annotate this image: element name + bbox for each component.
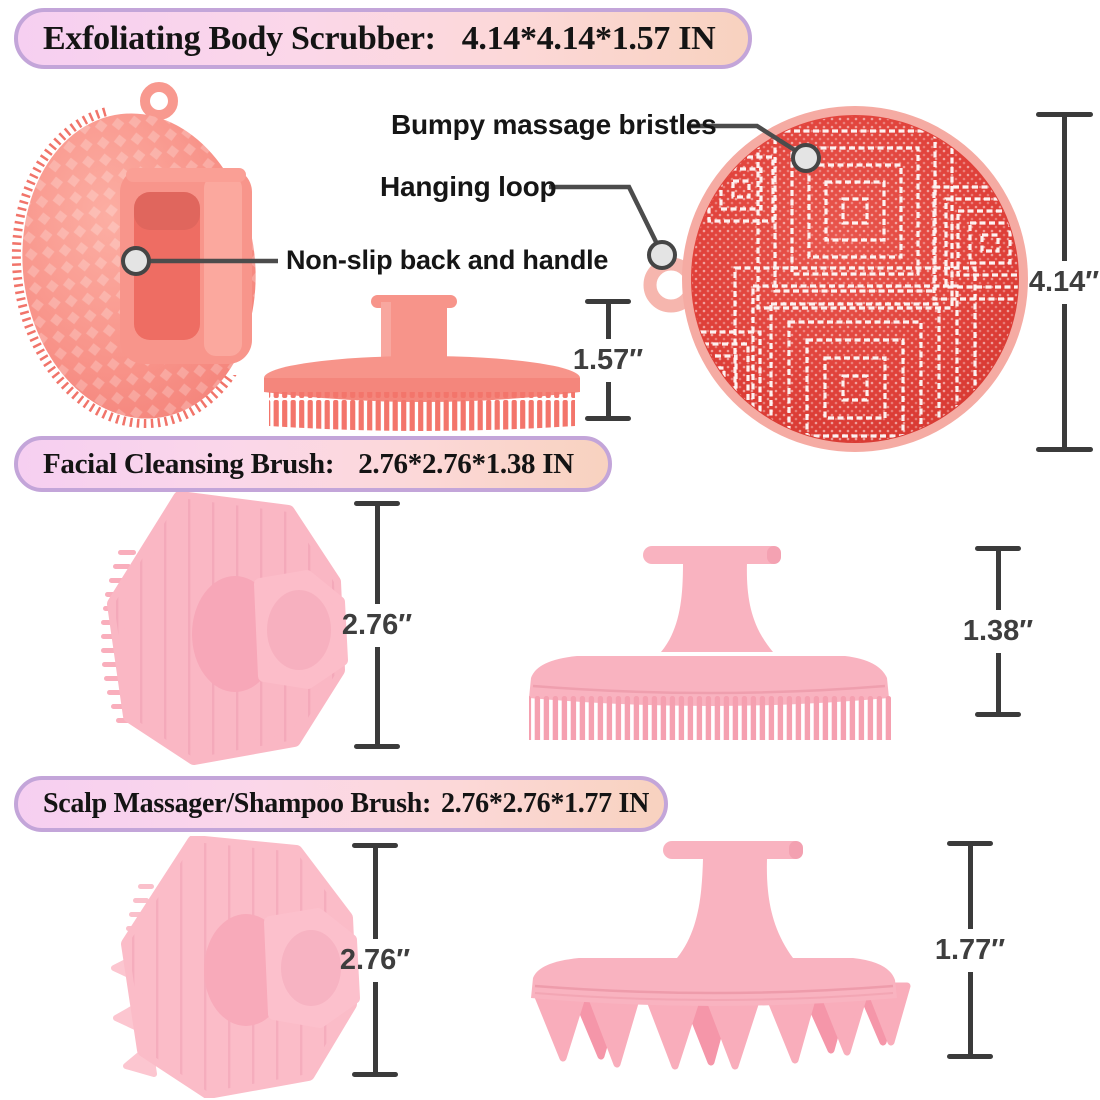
callout-label-bumpy-bristles: Bumpy massage bristles: [391, 109, 717, 140]
dimension-cap-bottom: [975, 712, 1021, 717]
dimension-cap-top: [947, 841, 993, 846]
dimension-line-segment: [605, 304, 611, 339]
dimension-cap-top: [975, 546, 1021, 551]
base-seam: [532, 684, 886, 695]
dimension-scalp-brush-height: 1.77″: [925, 841, 1015, 1059]
banner-title: Facial Cleansing Brush:: [43, 447, 335, 480]
banner-size: 2.76*2.76*1.38 IN: [358, 447, 574, 480]
dimension-value: 2.76″: [339, 943, 411, 976]
dimension-value: 1.57″: [572, 343, 644, 376]
dimension-cap-bottom: [1035, 447, 1093, 452]
body-scrubber-side-view-image: [264, 295, 580, 431]
stem-highlight: [381, 302, 391, 368]
handle-top-bar: [663, 841, 803, 859]
banner-exfoliating-body-scrubber: Exfoliating Body Scrubber: 4.14*4.14*1.5…: [14, 8, 752, 69]
dimension-facial-brush-diameter: 2.76″: [332, 501, 422, 749]
handle-top-bar: [643, 546, 781, 564]
dimension-line-segment: [1061, 303, 1067, 447]
dimension-cap-top: [352, 843, 398, 848]
handle-stem: [677, 859, 793, 958]
non-slip-handle-shape: [120, 168, 252, 364]
dimension-cap-top: [354, 501, 400, 506]
dimension-line-segment: [605, 381, 611, 416]
handle-bar-tip: [789, 841, 803, 859]
dimension-cap-bottom: [947, 1054, 993, 1059]
hanging-loop-shape: [140, 82, 178, 120]
brush-base: [529, 656, 889, 706]
banner-size: 4.14*4.14*1.57 IN: [461, 19, 716, 57]
dimension-line-segment: [372, 981, 378, 1072]
dimension-line-segment: [967, 846, 973, 929]
bristle-fringe: [269, 392, 575, 431]
banner-title: Exfoliating Body Scrubber:: [43, 19, 436, 57]
brush-base: [531, 958, 897, 1006]
callout-label-non-slip: Non-slip back and handle: [286, 245, 609, 275]
dimension-cap-top: [585, 299, 631, 304]
base-seam-2: [534, 992, 894, 1001]
banner-size: 2.76*2.76*1.77 IN: [441, 788, 650, 819]
dimension-line-segment: [372, 848, 378, 939]
dimension-value: 2.76″: [341, 608, 413, 641]
bristle-fringe: [529, 696, 891, 740]
facial-brush-back-view-image: [101, 492, 348, 765]
dimension-cap-bottom: [352, 1072, 398, 1077]
body-scrubber-front-view-image: [643, 106, 1028, 452]
dimension-line-segment: [995, 653, 1001, 712]
dimension-scalp-brush-diameter: 2.76″: [330, 843, 420, 1077]
dimension-line-segment: [374, 506, 380, 604]
dimension-line-segment: [995, 551, 1001, 610]
finger-grip-knob: [204, 908, 360, 1028]
facial-brush-side-view-image: [529, 546, 891, 740]
handle-bar-tip: [767, 546, 781, 564]
body-scrubber-back-view-image: [11, 82, 265, 429]
dimension-value: 1.77″: [934, 933, 1006, 966]
dimension-value: 4.14″: [1028, 265, 1100, 298]
handle-stem: [661, 562, 773, 652]
scalp-massager-back-view-image: [111, 836, 360, 1098]
base-seam: [534, 984, 894, 995]
dimension-cap-bottom: [585, 416, 631, 421]
dimension-line-segment: [1061, 117, 1067, 261]
dimension-line-segment: [374, 646, 380, 744]
banner-scalp-massager: Scalp Massager/Shampoo Brush: 2.76*2.76*…: [14, 776, 668, 832]
dimension-body-scrubber-height: 1.57″: [563, 299, 653, 421]
dimension-cap-top: [1035, 112, 1093, 117]
dimension-facial-brush-height: 1.38″: [953, 546, 1043, 717]
banner-facial-cleansing-brush: Facial Cleansing Brush: 2.76*2.76*1.38 I…: [14, 436, 612, 492]
callout-label-hanging-loop: Hanging loop: [380, 171, 557, 202]
dimension-value: 1.38″: [962, 615, 1034, 647]
dimension-line-segment: [967, 971, 973, 1054]
banner-title: Scalp Massager/Shampoo Brush:: [43, 788, 432, 819]
finger-grip-knob: [192, 570, 348, 692]
dimension-body-scrubber-diameter: 4.14″: [1019, 112, 1100, 452]
bristle-maze-pattern: [692, 116, 1018, 442]
dimension-cap-bottom: [354, 744, 400, 749]
scalp-massager-side-view-image: [531, 841, 911, 1070]
